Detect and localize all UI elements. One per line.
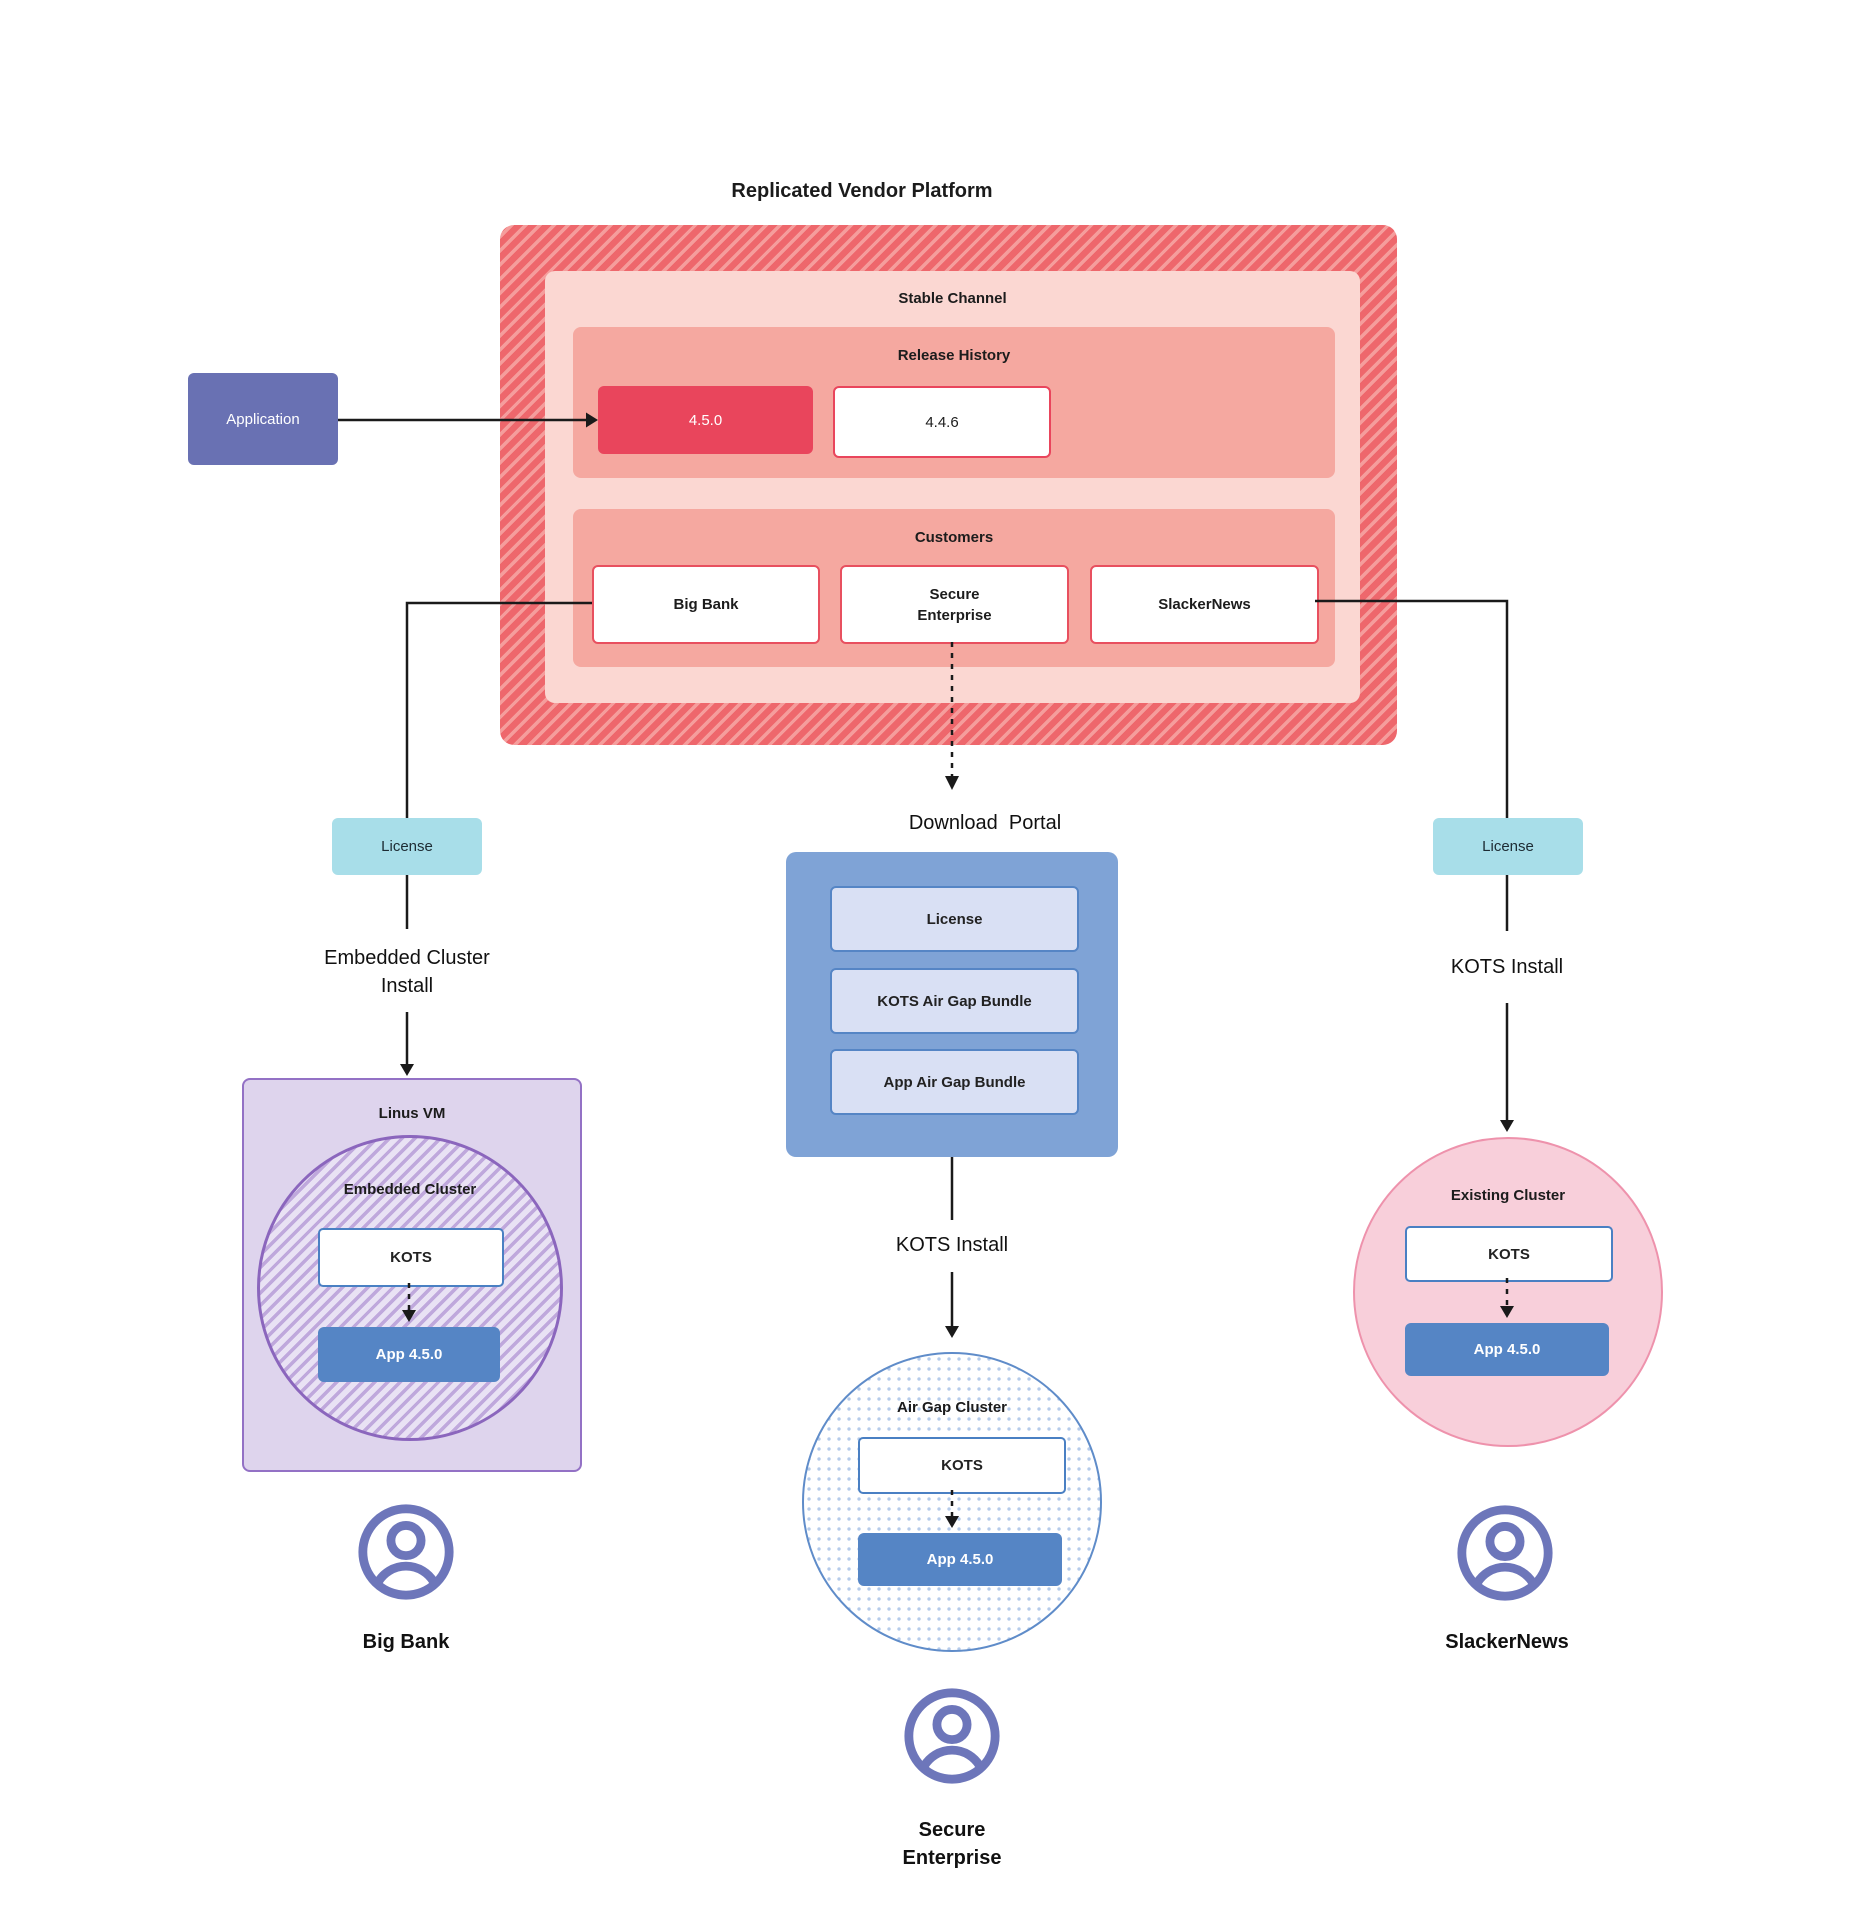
existing-cluster-label: Existing Cluster [1450,1187,1566,1204]
embedded-cluster-label: Embedded Cluster [343,1181,477,1198]
release-history-box: Release History 4.5.0 4.4.6 [573,327,1335,478]
customer-slackernews: SlackerNews [1090,565,1319,644]
persona-big-bank-label: Big Bank [306,1628,506,1656]
app-node-secure-enterprise: App 4.5.0 [858,1533,1062,1586]
embedded-cluster-circle: Embedded Cluster [257,1135,563,1441]
customers-box: Customers Big Bank Secure Enterprise Sla… [573,509,1335,667]
embedded-cluster-install-label: Embedded Cluster Install [324,947,490,997]
persona-big-bank-text: Big Bank [362,1631,450,1653]
release-4-4-6: 4.4.6 [833,386,1051,458]
portal-item-app-airgap-bundle: App Air Gap Bundle [830,1049,1079,1115]
user-icon [1457,1505,1553,1601]
kots-install-label-right: KOTS Install [1450,956,1564,978]
persona-secure-enterprise-text: Secure Enterprise [902,1819,1002,1869]
existing-cluster-circle: Existing Cluster [1353,1137,1663,1447]
stable-channel-box: Stable Channel Release History 4.5.0 4.4… [545,271,1360,703]
release-history-label: Release History [897,347,1011,364]
customer-slackernews-label: SlackerNews [1158,596,1251,613]
linus-vm-label: Linus VM [378,1105,446,1122]
slackernews-license-badge: License [1433,818,1583,875]
persona-secure-enterprise-label: Secure Enterprise [852,1816,1052,1872]
customer-big-bank-label: Big Bank [673,596,739,613]
arrowhead-install-airgap [945,1326,959,1338]
portal-item-kots-airgap-bundle: KOTS Air Gap Bundle [830,968,1079,1034]
air-gap-cluster-label: Air Gap Cluster [896,1399,1008,1416]
stable-channel-label: Stable Channel [898,290,1007,307]
app-node-big-bank: App 4.5.0 [318,1327,500,1382]
download-portal-box: License KOTS Air Gap Bundle App Air Gap … [786,852,1118,1157]
kots-install-label-middle: KOTS Install [895,1234,1009,1256]
customer-big-bank: Big Bank [592,565,820,644]
persona-slackernews-text: SlackerNews [1445,1631,1569,1653]
kots-node-big-bank: KOTS [318,1228,504,1287]
kots-node-slackernews: KOTS [1405,1226,1613,1282]
big-bank-license-badge: License [332,818,482,875]
customer-secure-enterprise-label: Secure Enterprise [917,585,992,624]
download-portal-label: Download Portal [908,812,1062,834]
kots-node-secure-enterprise: KOTS [858,1437,1066,1494]
user-icon [904,1688,1000,1784]
app-node-slackernews: App 4.5.0 [1405,1323,1609,1376]
page-title: Replicated Vendor Platform [731,180,993,202]
arrowhead-install-existing [1500,1120,1514,1132]
customers-label: Customers [914,529,994,546]
air-gap-cluster-circle: Air Gap Cluster [802,1352,1102,1652]
application-node: Application [188,373,338,465]
persona-slackernews-label: SlackerNews [1407,1628,1607,1656]
customer-secure-enterprise: Secure Enterprise [840,565,1069,644]
user-icon [358,1504,454,1600]
vendor-platform-box: Stable Channel Release History 4.5.0 4.4… [500,225,1397,745]
arrowhead-secure-portal [945,776,959,790]
arrowhead-install-vm [400,1064,414,1076]
release-4-5-0: 4.5.0 [598,386,813,454]
portal-item-license: License [830,886,1079,952]
